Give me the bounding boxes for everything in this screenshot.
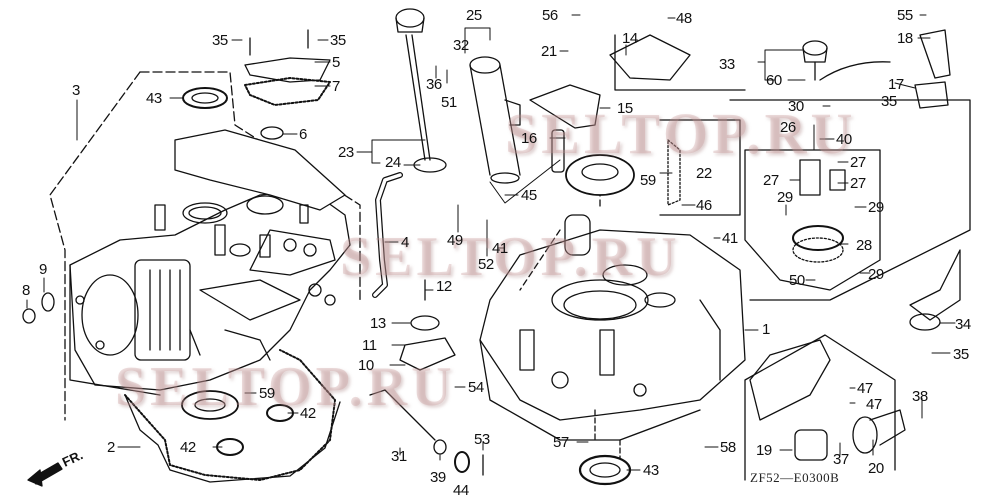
drawing-code: ZF52—E0300B (750, 470, 840, 485)
callout-43[interactable]: 43 (643, 462, 659, 479)
gasket-2-drawing (124, 349, 336, 481)
callout-45[interactable]: 45 (521, 187, 537, 204)
callout-7[interactable]: 7 (332, 78, 340, 95)
callout-12[interactable]: 12 (436, 278, 452, 295)
callout-35[interactable]: 35 (953, 346, 969, 363)
callout-17[interactable]: 17 (888, 76, 904, 93)
callout-39[interactable]: 39 (430, 469, 446, 486)
callout-47[interactable]: 47 (857, 380, 873, 397)
callout-11[interactable]: 11 (362, 337, 377, 354)
callout-23[interactable]: 23 (338, 144, 354, 161)
callout-10[interactable]: 10 (358, 357, 374, 374)
callout-54[interactable]: 54 (468, 379, 484, 396)
callout-42[interactable]: 42 (180, 439, 196, 456)
callout-31[interactable]: 31 (391, 448, 407, 465)
callout-6[interactable]: 6 (299, 126, 307, 143)
callout-46[interactable]: 46 (696, 197, 712, 214)
callout-59[interactable]: 59 (640, 172, 656, 189)
callout-25[interactable]: 25 (466, 7, 482, 24)
group-boundary-3-left (49, 71, 141, 421)
group-boundary-3 (139, 71, 361, 301)
callout-30[interactable]: 30 (788, 98, 804, 115)
callout-60[interactable]: 60 (766, 72, 782, 89)
callout-58[interactable]: 58 (720, 439, 736, 456)
callout-35[interactable]: 35 (330, 32, 346, 49)
callout-15[interactable]: 15 (617, 100, 633, 117)
crankcase-drawing (479, 214, 746, 441)
callout-55[interactable]: 55 (897, 7, 913, 24)
callout-38[interactable]: 38 (912, 388, 928, 405)
callout-27[interactable]: 27 (850, 154, 866, 171)
callout-2[interactable]: 2 (107, 439, 115, 456)
callout-22[interactable]: 22 (696, 165, 712, 182)
callout-59[interactable]: 59 (259, 385, 275, 402)
callout-24[interactable]: 24 (385, 154, 401, 171)
callout-42[interactable]: 42 (300, 405, 316, 422)
callout-20[interactable]: 20 (868, 460, 884, 477)
callout-5[interactable]: 5 (332, 54, 340, 71)
callout-36[interactable]: 36 (426, 76, 442, 93)
callout-37[interactable]: 37 (833, 451, 849, 468)
dipstick-drawing (395, 8, 447, 173)
callout-18[interactable]: 18 (897, 30, 913, 47)
callout-41[interactable]: 41 (492, 240, 508, 257)
callout-57[interactable]: 57 (553, 434, 569, 451)
callout-27[interactable]: 27 (850, 175, 866, 192)
callout-21[interactable]: 21 (541, 43, 557, 60)
callout-35[interactable]: 35 (212, 32, 228, 49)
group-boundary-oil-filter (744, 334, 896, 481)
callout-29[interactable]: 29 (777, 189, 793, 206)
group-boundary-26 (744, 149, 881, 291)
callout-50[interactable]: 50 (789, 272, 805, 289)
callout-49[interactable]: 49 (447, 232, 463, 249)
callout-1[interactable]: 1 (762, 321, 770, 338)
cylinder-block-drawing (69, 129, 351, 396)
callout-52[interactable]: 52 (478, 256, 494, 273)
callout-16[interactable]: 16 (521, 130, 537, 147)
callout-3[interactable]: 3 (72, 82, 80, 99)
leader-lines (26, 14, 956, 471)
callout-53[interactable]: 53 (474, 431, 490, 448)
callout-40[interactable]: 40 (836, 131, 852, 148)
callout-19[interactable]: 19 (756, 442, 772, 459)
callout-35[interactable]: 35 (881, 93, 897, 110)
callout-13[interactable]: 13 (370, 315, 386, 332)
filler-tube-drawing (469, 56, 521, 184)
callout-47[interactable]: 47 (866, 396, 882, 413)
callout-44[interactable]: 44 (453, 482, 469, 499)
callout-26[interactable]: 26 (780, 119, 796, 136)
callout-33[interactable]: 33 (719, 56, 735, 73)
callout-4[interactable]: 4 (401, 234, 409, 251)
callout-43[interactable]: 43 (146, 90, 162, 107)
callout-56[interactable]: 56 (542, 7, 558, 24)
callout-29[interactable]: 29 (868, 199, 884, 216)
callout-32[interactable]: 32 (453, 37, 469, 54)
callout-51[interactable]: 51 (441, 94, 457, 111)
callout-41[interactable]: 41 (722, 230, 738, 247)
callout-8[interactable]: 8 (22, 282, 30, 299)
callout-9[interactable]: 9 (39, 261, 47, 278)
callout-27[interactable]: 27 (763, 172, 779, 189)
callout-48[interactable]: 48 (676, 10, 692, 27)
callout-14[interactable]: 14 (622, 30, 638, 47)
callout-28[interactable]: 28 (856, 237, 872, 254)
callout-29[interactable]: 29 (868, 266, 884, 283)
callout-34[interactable]: 34 (955, 316, 971, 333)
